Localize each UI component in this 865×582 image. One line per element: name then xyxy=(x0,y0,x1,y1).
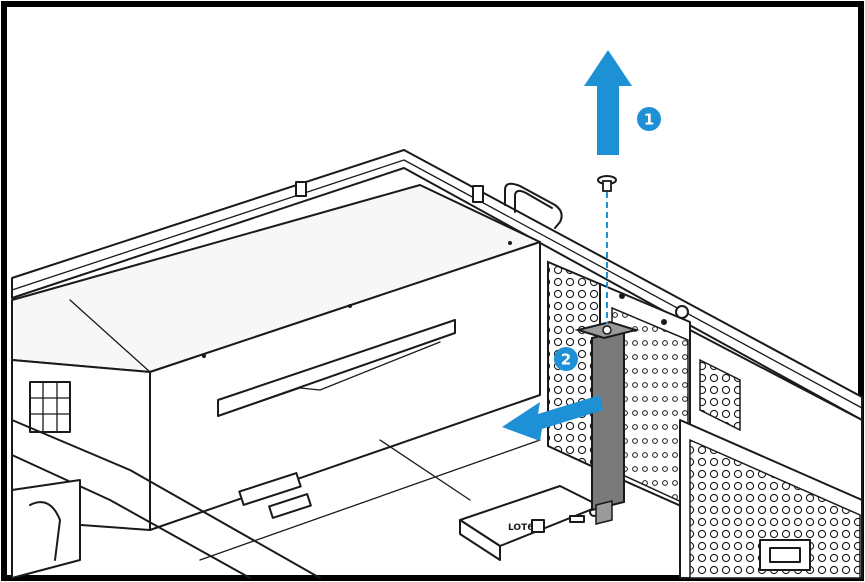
step-2-badge: 2 xyxy=(554,347,578,371)
up-arrow-icon xyxy=(584,50,632,155)
screw-icon xyxy=(597,175,617,324)
step-1-number: 1 xyxy=(644,111,654,129)
slot-label: LOT6 xyxy=(508,523,533,533)
pcie-bracket xyxy=(574,320,640,525)
power-supply-box xyxy=(11,184,541,531)
chassis-floor xyxy=(11,394,541,579)
drive-cage xyxy=(619,293,863,579)
psu-vent-grid xyxy=(29,381,71,433)
step-2-number: 2 xyxy=(561,351,571,369)
step-1-badge: 1 xyxy=(637,107,661,131)
left-arrow-icon xyxy=(502,395,603,441)
pcie-slot: LOT6 xyxy=(459,485,601,561)
